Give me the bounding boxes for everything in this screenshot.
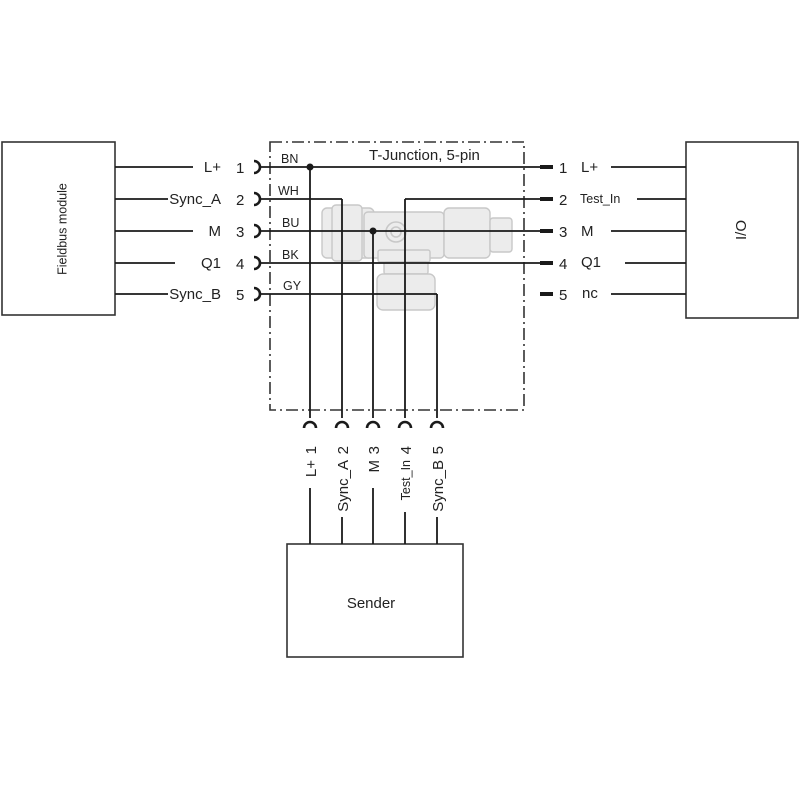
wire-color-3: BU <box>282 216 299 230</box>
wire-color-2: WH <box>278 184 299 198</box>
junction-dot <box>306 163 314 171</box>
t-junction-boundary <box>269 141 525 411</box>
sender-label: Sender <box>347 595 395 612</box>
right-connectors <box>540 165 553 296</box>
sender-signal-4: Test_In <box>399 460 413 500</box>
io-signal-3: M <box>581 223 594 240</box>
fieldbus-module-box[interactable] <box>1 141 116 316</box>
right-pin-2: 2 <box>559 192 567 209</box>
sender-signal-1: L+ <box>303 460 320 477</box>
socket-icon <box>302 420 318 429</box>
t-junction-title: T-Junction, 5-pin <box>369 147 480 164</box>
io-device-box[interactable] <box>685 141 799 319</box>
junction-dot <box>369 227 377 235</box>
bottom-pin-3: 3 <box>366 446 383 454</box>
fieldbus-signal-5: Sync_B <box>169 286 221 303</box>
fieldbus-wires <box>115 166 193 295</box>
right-pin-4: 4 <box>559 256 567 273</box>
io-signal-2: Test_In <box>580 192 620 206</box>
io-device-label: I/O <box>733 220 750 240</box>
socket-icon <box>429 420 445 429</box>
socket-icon <box>253 223 262 239</box>
socket-icon <box>397 420 413 429</box>
fieldbus-signal-3: M <box>209 223 222 240</box>
wire-color-4: BK <box>282 248 299 262</box>
left-pin-4: 4 <box>236 256 244 273</box>
right-pin-5: 5 <box>559 287 567 304</box>
bottom-pin-1: 1 <box>303 446 320 454</box>
fieldbus-signal-2: Sync_A <box>169 191 221 208</box>
socket-icon <box>253 191 262 207</box>
sender-wires <box>309 488 438 544</box>
fieldbus-signal-4: Q1 <box>201 255 221 272</box>
socket-icon <box>253 286 262 302</box>
bottom-pin-5: 5 <box>430 446 447 454</box>
io-wires <box>611 166 686 295</box>
sender-box[interactable] <box>286 543 464 658</box>
wire-color-1: BN <box>281 152 298 166</box>
t-junction-illustration <box>321 204 513 311</box>
bottom-pin-2: 2 <box>335 446 352 454</box>
left-pin-5: 5 <box>236 287 244 304</box>
left-pin-3: 3 <box>236 224 244 241</box>
io-signal-4: Q1 <box>581 254 601 271</box>
left-pin-2: 2 <box>236 192 244 209</box>
sender-signal-2: Sync_A <box>335 460 352 512</box>
io-signal-1: L+ <box>581 159 598 176</box>
fieldbus-signal-1: L+ <box>204 159 221 176</box>
sender-signal-3: M <box>366 460 383 473</box>
left-pin-1: 1 <box>236 160 244 177</box>
fieldbus-module-label: Fieldbus module <box>55 183 69 275</box>
socket-icon <box>334 420 350 429</box>
wire-color-5: GY <box>283 279 302 293</box>
sender-signal-5: Sync_B <box>430 460 447 512</box>
bottom-connectors <box>302 420 445 429</box>
left-connectors <box>253 159 262 302</box>
socket-icon <box>253 255 262 271</box>
socket-icon <box>365 420 381 429</box>
bottom-pin-4: 4 <box>398 446 415 454</box>
right-pin-1: 1 <box>559 160 567 177</box>
socket-icon <box>253 159 262 175</box>
right-pin-3: 3 <box>559 224 567 241</box>
io-signal-5: nc <box>582 285 598 302</box>
